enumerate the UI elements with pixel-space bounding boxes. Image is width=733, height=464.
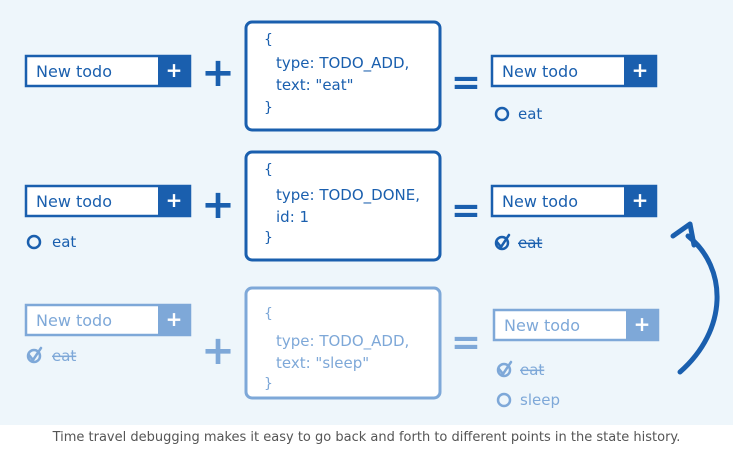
row-3-input-state: New todo + eat: [24, 303, 192, 365]
row-2-input-state: New todo + eat: [24, 184, 192, 251]
row-1-equals-operator: =: [451, 62, 481, 103]
row-2-result-todo-eat: eat: [518, 234, 542, 252]
row-2-result-state: New todo + eat: [490, 184, 658, 252]
row-1-action-close-brace: }: [264, 100, 273, 116]
row-2-action-open-brace: {: [264, 162, 273, 178]
row-2-add-button[interactable]: [158, 186, 190, 216]
row-1-result-state: New todo + eat: [490, 54, 658, 123]
row-1-action: { type: TODO_ADD, text: "eat" }: [244, 20, 442, 132]
time-travel-diagram: New todo + + { type: TODO_ADD, text: "ea…: [24, 20, 720, 409]
row-3-result-placeholder: New todo: [504, 316, 580, 335]
row-2-equals-operator: =: [451, 190, 481, 231]
row-3-add-button[interactable]: [158, 305, 190, 335]
row-1-add-button[interactable]: [158, 56, 190, 86]
row-3-result-add-button-label: +: [634, 312, 651, 336]
row-3-action-close-brace: }: [264, 376, 273, 392]
circle-icon[interactable]: [496, 392, 512, 408]
circle-icon[interactable]: [26, 234, 42, 250]
row-3: New todo + eat + { type: TODO_ADD, text:…: [24, 286, 660, 409]
row-1: New todo + + { type: TODO_ADD, text: "ea…: [24, 20, 658, 132]
row-2-input-placeholder: New todo: [36, 192, 112, 211]
row-1-result-add-button[interactable]: [624, 56, 656, 86]
row-1-input-state: New todo +: [24, 54, 192, 88]
row-1-action-type: type: TODO_ADD,: [276, 54, 409, 73]
row-1-action-payload: text: "eat": [276, 76, 354, 94]
row-3-action-open-brace: {: [264, 306, 273, 322]
row-3-action-payload: text: "sleep": [276, 354, 369, 372]
row-2-result-add-button-label: +: [632, 188, 649, 212]
row-3-result-todo-sleep: sleep: [520, 391, 560, 409]
back-arrow-icon: [670, 221, 720, 375]
row-2-action-box: [244, 150, 442, 262]
row-1-result-add-button-label: +: [632, 58, 649, 82]
row-2-input-todo-eat: eat: [52, 233, 76, 251]
row-2-action-type: type: TODO_DONE,: [276, 186, 420, 205]
row-2-result-placeholder: New todo: [502, 192, 578, 211]
diagram-stage: New todo + + { type: TODO_ADD, text: "ea…: [0, 0, 733, 425]
row-1-result-placeholder: New todo: [502, 62, 578, 81]
row-2-add-button-label: +: [166, 188, 183, 212]
diagram-caption: Time travel debugging makes it easy to g…: [52, 430, 681, 445]
row-2-action: { type: TODO_DONE, id: 1 }: [244, 150, 442, 262]
row-1-input-placeholder: New todo: [36, 62, 112, 81]
row-1-action-open-brace: {: [264, 32, 273, 48]
row-2-result-add-button[interactable]: [624, 186, 656, 216]
circle-icon[interactable]: [494, 106, 510, 122]
row-2-action-payload: id: 1: [276, 208, 309, 226]
row-3-input-todo-eat: eat: [52, 347, 76, 365]
row-3-add-button-label: +: [166, 307, 183, 331]
row-2-plus-operator: +: [201, 182, 235, 228]
row-3-result-add-button[interactable]: [626, 310, 658, 340]
row-3-action: { type: TODO_ADD, text: "sleep" }: [244, 286, 442, 400]
row-3-action-type: type: TODO_ADD,: [276, 332, 409, 351]
checked-circle-icon[interactable]: [494, 233, 511, 251]
row-3-result-state: New todo + eat sleep: [492, 308, 660, 409]
row-2-action-close-brace: }: [264, 230, 273, 246]
checked-circle-icon[interactable]: [26, 346, 43, 364]
row-1-action-box: [244, 20, 442, 132]
row-1-plus-operator: +: [201, 50, 235, 96]
row-3-input-placeholder: New todo: [36, 311, 112, 330]
row-3-equals-operator: =: [451, 322, 481, 363]
row-2: New todo + eat + { type: TODO_DONE, id: …: [24, 150, 658, 262]
row-3-action-box: [244, 286, 442, 400]
row-3-plus-operator: +: [201, 328, 235, 374]
row-1-result-todo-eat: eat: [518, 105, 542, 123]
row-1-add-button-label: +: [166, 58, 183, 82]
checked-circle-icon[interactable]: [496, 360, 513, 378]
row-3-result-todo-eat: eat: [520, 361, 544, 379]
